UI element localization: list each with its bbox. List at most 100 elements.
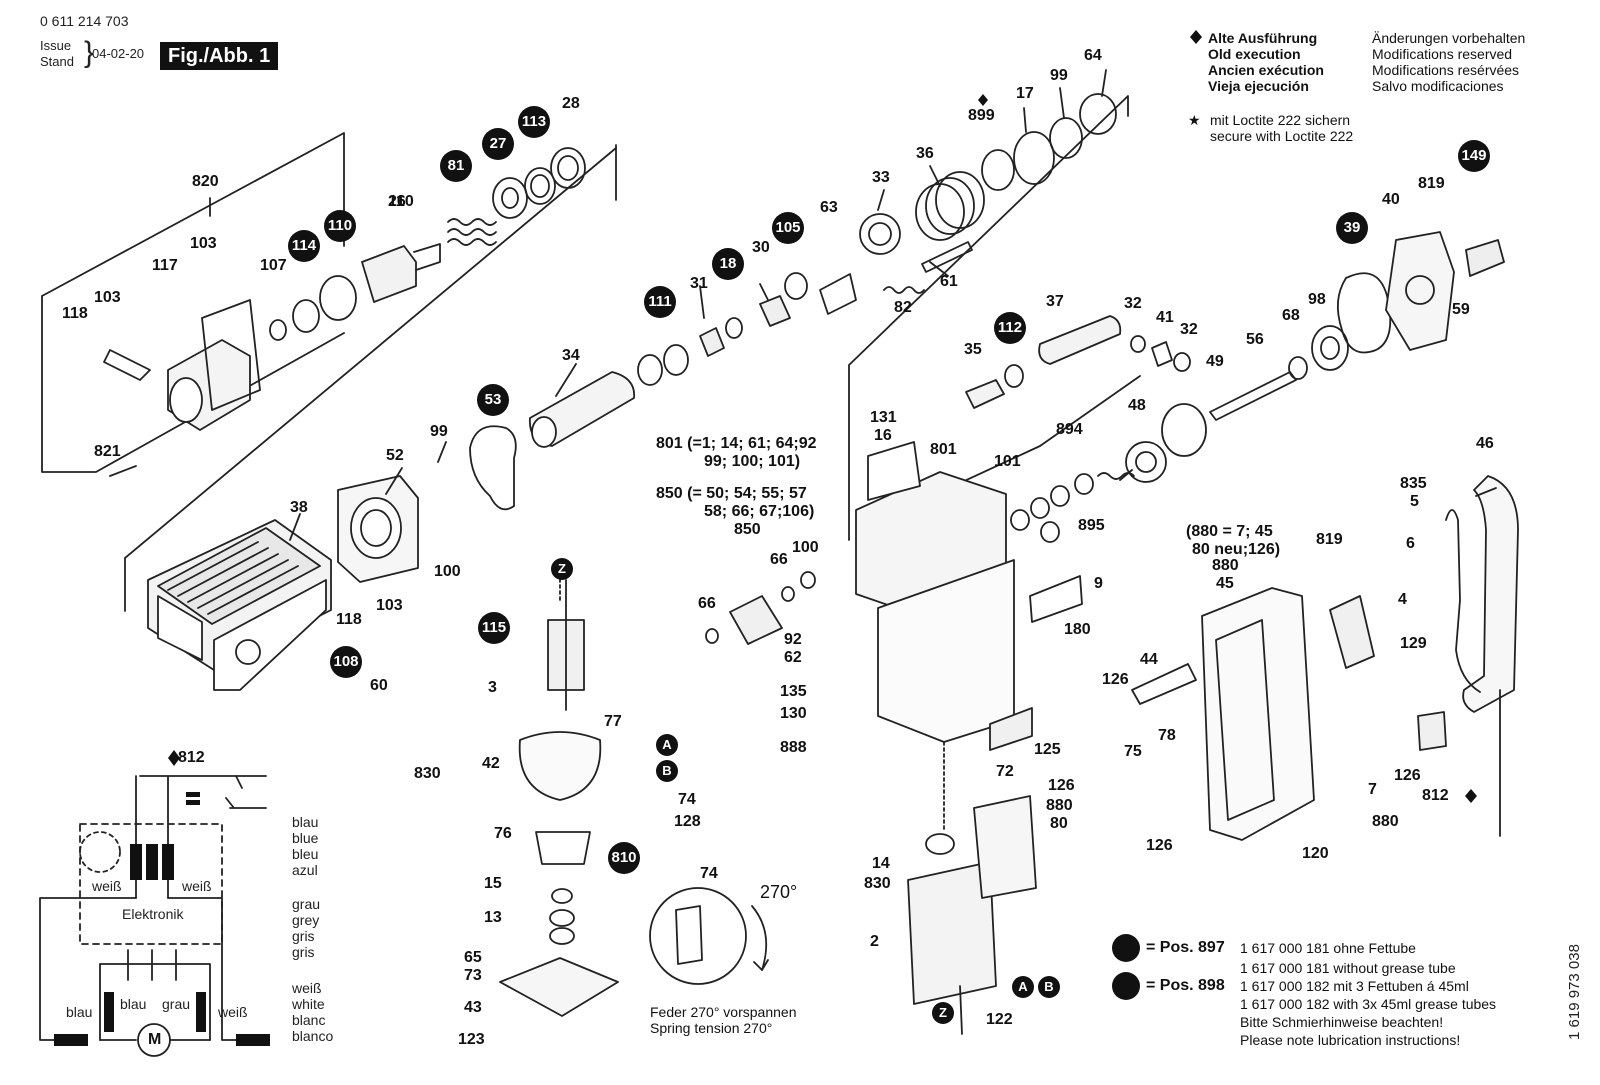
part-label: 35 [964, 341, 982, 358]
part-label: 888 [780, 739, 807, 756]
part-label: 103 [94, 289, 121, 306]
part-label: 2 [870, 933, 879, 950]
part-label: 99 [1050, 67, 1068, 84]
part-label: 80 [1050, 815, 1068, 832]
part-label: 100 [792, 539, 819, 556]
marker-z: Z [932, 1002, 954, 1024]
part-label: 123 [458, 1031, 485, 1048]
part-label: 819 [1418, 175, 1445, 192]
group-850-line1: 850 (= 50; 54; 55; 57 [656, 485, 807, 502]
part-label: 36 [916, 145, 934, 162]
group-801-line2: 99; 100; 101) [704, 453, 801, 470]
part-label: 78 [1158, 727, 1176, 744]
circle-label: 115 [478, 612, 510, 644]
issue-date: 04-02-20 [92, 46, 145, 61]
circle-label: 18 [712, 248, 744, 280]
part-label: 14 [872, 855, 890, 872]
part-label: 45 [1216, 575, 1234, 592]
circle-label: 111 [644, 286, 676, 318]
part-label: 835 [1400, 475, 1427, 492]
part-label: 26 [388, 193, 406, 210]
spring-angle: 270° [760, 882, 798, 902]
part-label: 17 [1016, 85, 1034, 102]
part-label: 9 [1094, 575, 1103, 592]
part-label: 33 [872, 169, 890, 186]
part-label: 130 [780, 705, 807, 722]
circle-label: 810 [608, 842, 640, 874]
part-label: 40 [1382, 191, 1400, 208]
circle-label: 81 [440, 150, 472, 182]
circle-label: 39 [1336, 212, 1368, 244]
part-label: 32 [1124, 295, 1142, 312]
part-label: 16 [874, 427, 892, 444]
spring-note-de: Feder 270° vorspannen [650, 1004, 797, 1020]
part-label: 75 [1124, 743, 1142, 760]
part-label: 73 [464, 967, 482, 984]
frame-gear-housing [124, 147, 617, 612]
group-880-line2: 80 neu;126) [1192, 541, 1281, 558]
issue-label: Issue [40, 38, 72, 53]
part-label: 180 [1064, 621, 1091, 638]
side-code: 1 619 973 038 [1566, 944, 1583, 1040]
part-label: 64 [1084, 47, 1102, 64]
part-label: 129 [1400, 635, 1427, 652]
part-label: 131 [870, 409, 897, 426]
part-label: 6 [1406, 535, 1415, 552]
part-label: 68 [1282, 307, 1300, 324]
frame-right [848, 95, 1129, 541]
part-label: 880 [1372, 813, 1399, 830]
part-label: 62 [784, 649, 802, 666]
part-label: 110 [388, 193, 414, 210]
part-label: 31 [690, 275, 708, 292]
part-label: 44 [1140, 651, 1158, 668]
part-label: 56 [1246, 331, 1264, 348]
part-label: 895 [1078, 517, 1105, 534]
part-label: 126 [1048, 777, 1075, 794]
circle-label: 53 [477, 384, 509, 416]
group-801-line1: 801 (=1; 14; 61; 64;92 [656, 435, 817, 452]
circle-label: 108 [330, 646, 362, 678]
spring-note-en: Spring tension 270° [650, 1020, 773, 1036]
part-label: 82 [894, 299, 912, 316]
part-label: 61 [940, 273, 958, 290]
circle-label: 110 [324, 210, 356, 242]
part-label: 101 [994, 453, 1021, 470]
part-label: 899 [968, 107, 995, 124]
part-label: 135 [780, 683, 807, 700]
part-label: 74 [700, 865, 718, 882]
part-label: 99 [430, 423, 448, 440]
marker-b: B [1038, 976, 1060, 998]
group-850-line2: 58; 66; 67;106) [704, 503, 815, 520]
circle-label: 105 [772, 212, 804, 244]
part-label: 830 [414, 765, 441, 782]
part-label: 801 [930, 441, 957, 458]
part-label: 92 [784, 631, 802, 648]
part-label: 48 [1128, 397, 1146, 414]
part-label: 120 [1302, 845, 1329, 862]
part-label: 812 [1422, 787, 1449, 804]
part-label: 122 [986, 1011, 1013, 1028]
group-880-line1: (880 = 7; 45 [1186, 523, 1273, 540]
part-label: 126 [1394, 767, 1421, 784]
part-label: 60 [370, 677, 388, 694]
stand-label: Stand [40, 54, 74, 69]
circle-label: 112 [994, 312, 1026, 344]
part-label: 32 [1180, 321, 1198, 338]
part-label: 46 [1476, 435, 1494, 452]
part-label: 38 [290, 499, 308, 516]
part-label: 34 [562, 347, 580, 364]
part-label: 59 [1452, 301, 1470, 318]
part-label: 66 [698, 595, 716, 612]
part-label: 74 [678, 791, 696, 808]
part-label: 880 [1212, 557, 1239, 574]
part-label: 65 [464, 949, 482, 966]
part-label: 850 [734, 521, 761, 538]
part-label: 103 [190, 235, 217, 252]
part-label: 63 [820, 199, 838, 216]
part-label: 42 [482, 755, 500, 772]
star-icon: ★ [1188, 112, 1201, 128]
document-number: 0 611 214 703 [40, 13, 129, 29]
part-label: 103 [376, 597, 403, 614]
